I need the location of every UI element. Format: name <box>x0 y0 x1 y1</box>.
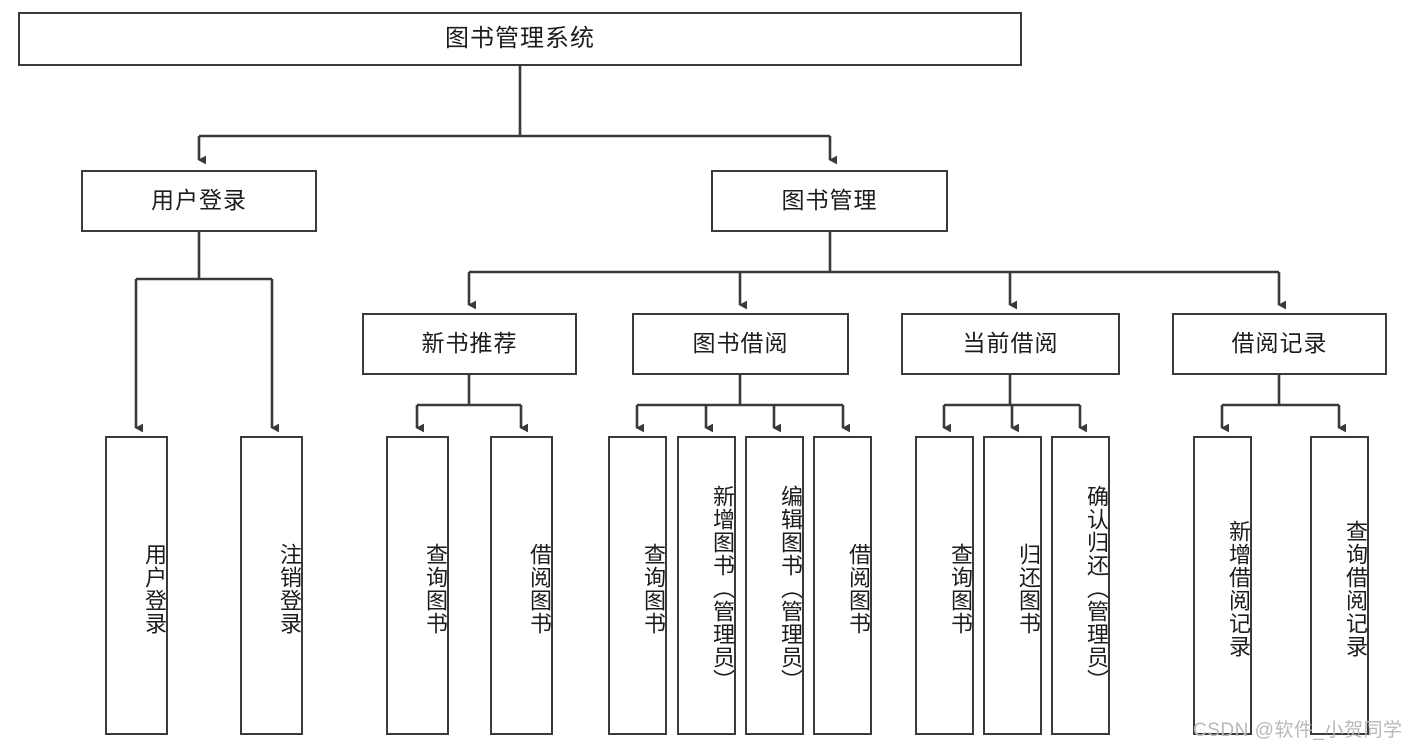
node-leaf-borrow-book-1[interactable]: 借阅图书 <box>490 436 553 735</box>
node-label: 当前借阅 <box>962 330 1059 357</box>
node-user-login[interactable]: 用户登录 <box>81 170 317 232</box>
node-leaf-edit-book[interactable]: 编辑图书（管理员） <box>745 436 804 735</box>
node-label: 查询图书 <box>641 542 666 635</box>
node-label: 用户登录 <box>151 187 247 214</box>
node-label: 图书借阅 <box>692 330 789 357</box>
node-leaf-query-book-2[interactable]: 查询图书 <box>608 436 667 735</box>
node-leaf-user-login[interactable]: 用户登录 <box>105 436 168 735</box>
node-leaf-logout-login[interactable]: 注销登录 <box>240 436 303 735</box>
node-book-management-system[interactable]: 图书管理系统 <box>18 12 1022 66</box>
node-new-book-recommend[interactable]: 新书推荐 <box>362 313 577 375</box>
node-label: 新增借阅记录 <box>1226 519 1251 658</box>
node-leaf-confirm-return[interactable]: 确认归还（管理员） <box>1051 436 1110 735</box>
node-label: 图书管理系统 <box>445 24 595 52</box>
csdn-watermark: CSDN @软件_小贺同学 <box>1193 720 1403 741</box>
node-leaf-query-book-1[interactable]: 查询图书 <box>386 436 449 735</box>
node-label: 查询图书 <box>948 542 973 635</box>
node-label: 用户登录 <box>142 542 167 635</box>
node-label: 归还图书 <box>1016 542 1041 635</box>
node-label: 图书管理 <box>781 187 878 214</box>
node-label: 借阅记录 <box>1231 330 1328 357</box>
node-book-borrow[interactable]: 图书借阅 <box>632 313 849 375</box>
node-current-borrow[interactable]: 当前借阅 <box>901 313 1120 375</box>
node-label: 借阅图书 <box>846 542 871 635</box>
node-label: 新书推荐 <box>421 330 518 357</box>
node-label: 确认归还（管理员） <box>1084 485 1109 692</box>
node-leaf-return-book[interactable]: 归还图书 <box>983 436 1042 735</box>
node-label: 查询借阅记录 <box>1343 519 1368 658</box>
node-label: 查询图书 <box>423 542 448 635</box>
node-leaf-add-book[interactable]: 新增图书（管理员） <box>677 436 736 735</box>
node-label: 借阅图书 <box>527 542 552 635</box>
node-leaf-borrow-book-2[interactable]: 借阅图书 <box>813 436 872 735</box>
node-leaf-query-record[interactable]: 查询借阅记录 <box>1310 436 1369 735</box>
node-book-management[interactable]: 图书管理 <box>711 170 948 232</box>
node-label: 注销登录 <box>277 542 302 635</box>
node-label: 新增图书（管理员） <box>710 485 735 692</box>
node-borrow-record[interactable]: 借阅记录 <box>1172 313 1387 375</box>
node-leaf-query-book-3[interactable]: 查询图书 <box>915 436 974 735</box>
node-label: 编辑图书（管理员） <box>778 485 803 692</box>
node-leaf-add-record[interactable]: 新增借阅记录 <box>1193 436 1252 735</box>
